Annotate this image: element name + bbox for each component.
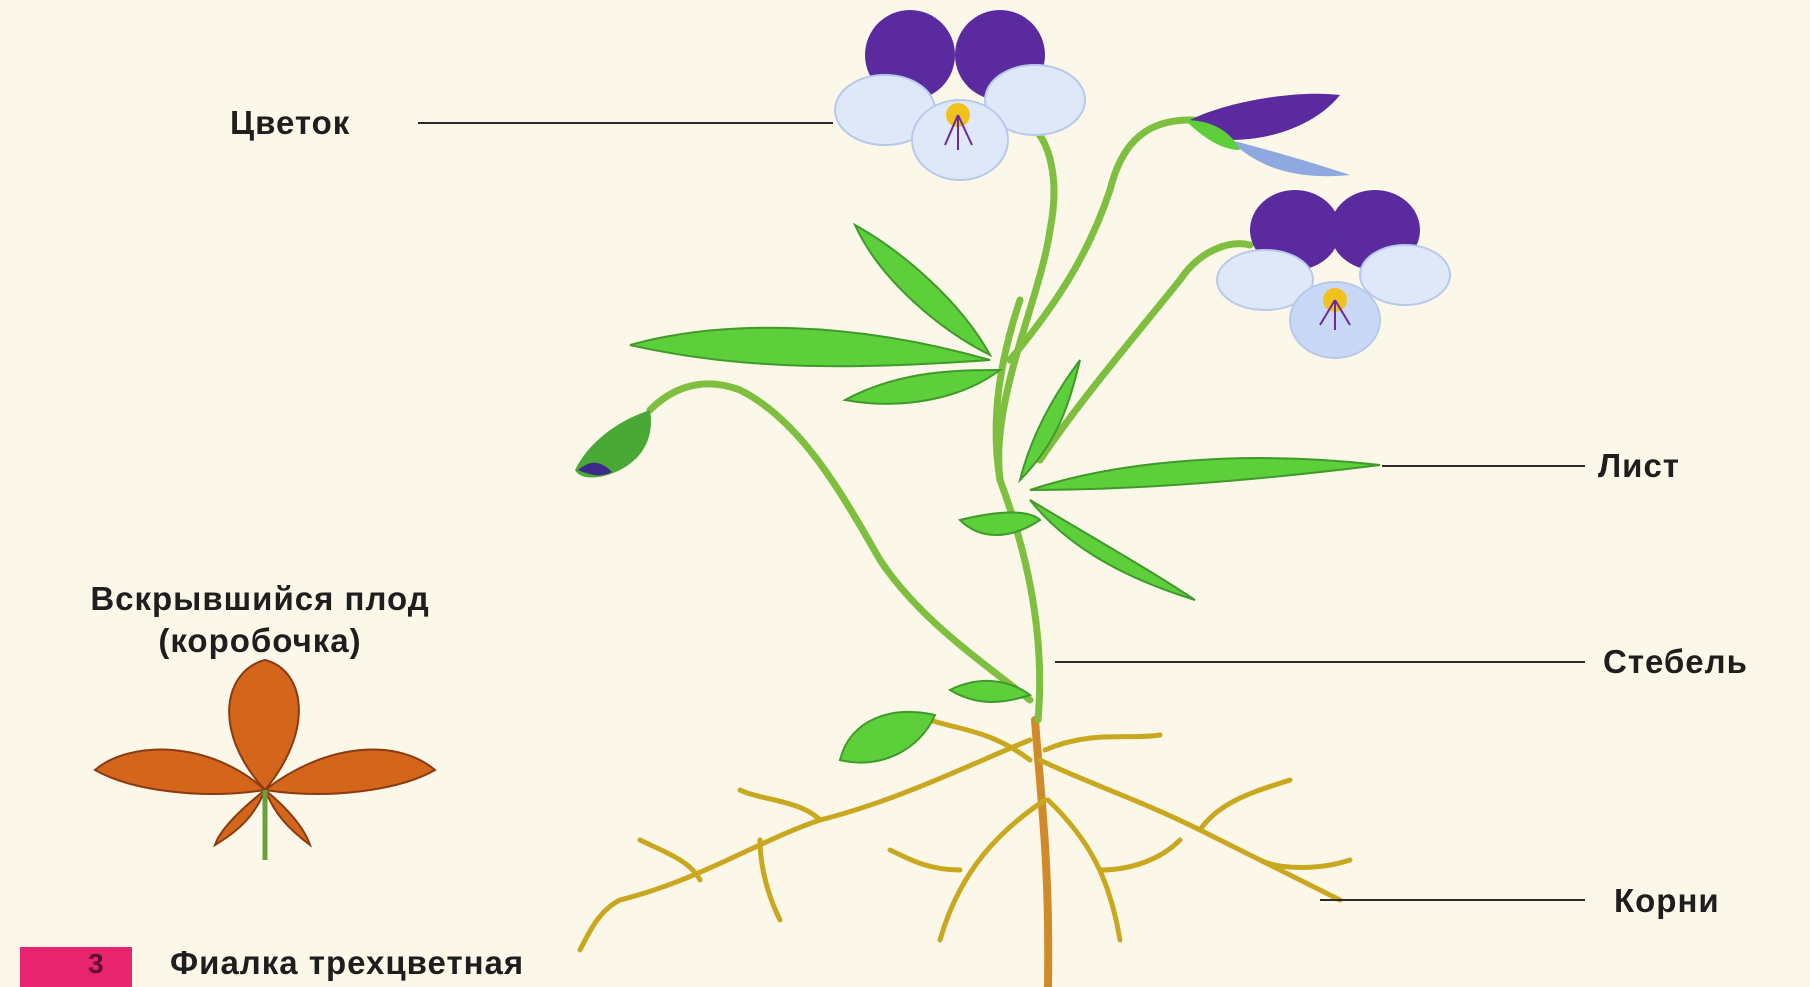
label-fruit-line2: (коробочка) — [10, 620, 510, 662]
figure-number: 3 — [88, 948, 104, 980]
label-roots: Корни — [1614, 882, 1720, 920]
bud-left — [575, 410, 651, 478]
stems — [650, 120, 1250, 720]
label-leaf: Лист — [1598, 447, 1680, 485]
fruit-capsule — [95, 660, 435, 860]
figure-caption: Фиалка трехцветная — [170, 944, 524, 982]
flower-right — [1217, 190, 1450, 358]
figure-number-badge — [20, 947, 132, 987]
label-fruit-line1: Вскрывшийся плод — [10, 578, 510, 620]
label-flower: Цветок — [230, 104, 350, 142]
roots — [580, 720, 1350, 987]
label-stem: Стебель — [1603, 643, 1748, 681]
flower-side — [1185, 94, 1350, 177]
label-fruit: Вскрывшийся плод (коробочка) — [10, 578, 510, 662]
